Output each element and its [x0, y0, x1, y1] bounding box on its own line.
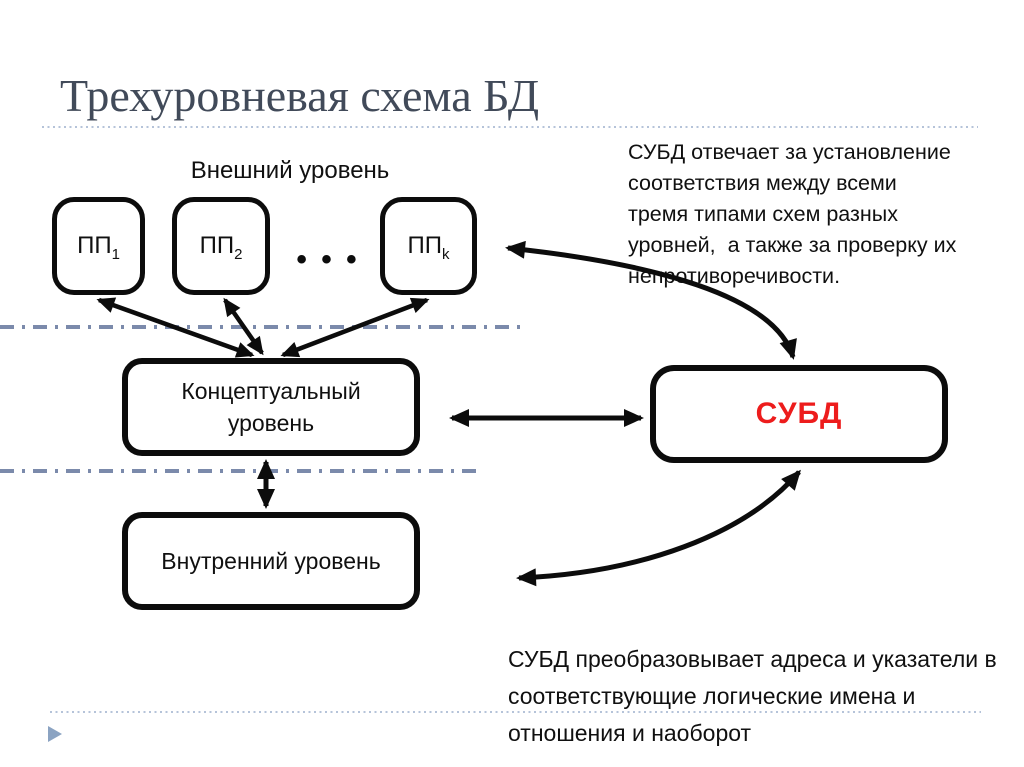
pp1-box: ПП1 [52, 197, 145, 295]
ppk-label: ППk [407, 232, 450, 263]
pp2-label: ПП2 [199, 232, 243, 263]
external-level-label: Внешний уровень [190, 157, 390, 184]
conceptual-level-label: Концептуальный уровень [181, 378, 361, 436]
note-line: отношения и наоборот [508, 720, 752, 746]
pp1-label: ПП1 [77, 232, 120, 263]
arrow-ppk-conceptual [280, 297, 430, 358]
dbms-bottom-note: СУБД преобразовывает адреса и указатели … [508, 641, 1013, 752]
note-line: соответствия между всеми [628, 171, 897, 195]
pp-ellipsis-dots: • • • [296, 243, 360, 276]
internal-level-label: Внутренний уровень [161, 547, 381, 574]
pp2-box: ПП2 [172, 197, 270, 295]
internal-level-box: Внутренний уровень [122, 512, 420, 610]
arrow-dbms-internal-curve [516, 469, 801, 587]
dbms-label: СУБД [755, 397, 843, 430]
note-line: уровней, а также за проверку их [628, 233, 957, 257]
note-line: тремя типами схем разных [628, 202, 898, 226]
dbms-box: СУБД [650, 365, 948, 463]
dbms-top-note: СУБД отвечает за установление соответств… [628, 137, 1008, 292]
ppk-box: ППk [380, 197, 477, 295]
arrow-pp2-conceptual [223, 297, 264, 356]
note-line: непротиворечивости. [628, 264, 841, 288]
note-line: СУБД отвечает за установление [628, 140, 951, 164]
slide-title: Трехуровневая схема БД [60, 70, 540, 121]
arrow-pp1-conceptual [96, 297, 255, 358]
note-line: СУБД преобразовывает адреса и указатели … [508, 646, 997, 672]
conceptual-level-box: Концептуальный уровень [122, 358, 420, 456]
next-slide-triangle-icon[interactable] [48, 726, 62, 742]
note-line: соответствующие логические имена и [508, 683, 916, 709]
